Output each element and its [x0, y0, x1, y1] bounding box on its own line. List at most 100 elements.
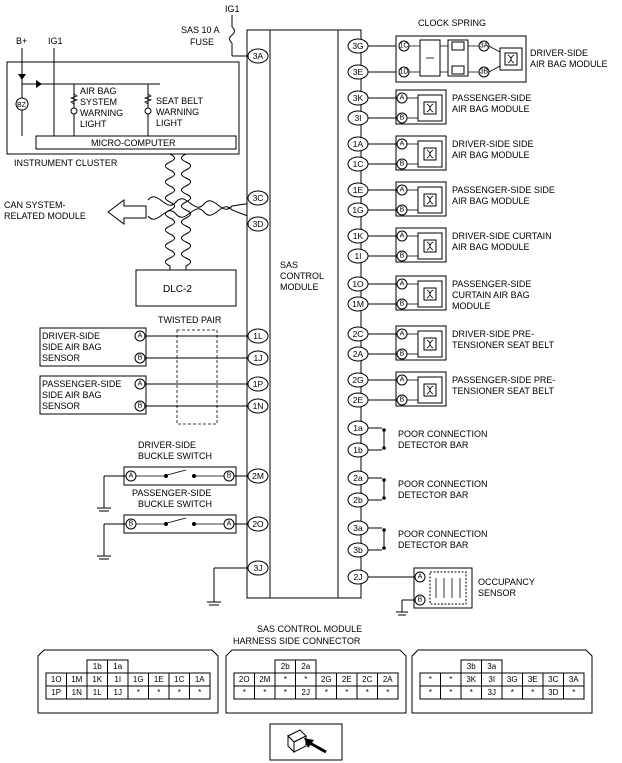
pin-1p: 1P — [247, 376, 269, 392]
pin-1b-label: 1b — [353, 445, 363, 455]
pin-1l: 1L — [247, 328, 269, 344]
pin-3b-label: 3b — [353, 545, 363, 555]
svg-text:3A: 3A — [253, 51, 264, 61]
occ-b: B — [414, 594, 426, 606]
conn-a: A — [396, 92, 408, 104]
svg-text:3C: 3C — [253, 193, 264, 203]
fuse-label-2: FUSE — [190, 37, 214, 47]
sensor-label-0-0: DRIVER-SIDE — [42, 331, 100, 341]
conn-cell: 1O — [51, 675, 62, 684]
sas-label-3: MODULE — [280, 282, 319, 292]
conn-a: A — [396, 278, 408, 290]
svg-text:B: B — [400, 161, 405, 168]
conn-b: B — [396, 112, 408, 124]
conn-cell: * — [178, 688, 181, 697]
conn-cell: * — [531, 688, 534, 697]
seatbelt-warning-light-icon — [144, 107, 152, 115]
pin-3a: 3a — [347, 520, 369, 536]
conn-cell: 2a — [301, 662, 310, 671]
conn-a: A — [396, 184, 408, 196]
sensor-a: A — [134, 378, 146, 390]
svg-text:B: B — [400, 301, 405, 308]
conn-cell: * — [325, 688, 328, 697]
svg-text:A: A — [138, 381, 143, 388]
svg-text:A: A — [400, 281, 405, 288]
cs-1d: 1D — [398, 66, 410, 78]
svg-text:A: A — [400, 233, 405, 240]
pin-2a: 2A — [347, 346, 369, 362]
conn-cell: * — [386, 688, 389, 697]
pin-3k-label: 3K — [353, 93, 364, 103]
svg-text:A: A — [400, 141, 405, 148]
sas-control-module: SAS CONTROL MODULE — [246, 29, 362, 599]
pin-2e-label: 2E — [353, 395, 364, 405]
conn-cell: * — [429, 688, 432, 697]
module-label-4-0: PASSENGER-SIDE — [452, 279, 531, 289]
svg-text:B: B — [129, 521, 134, 528]
pin-1a: 1A — [347, 136, 369, 152]
airbag-warning-light-icon — [70, 107, 78, 115]
conn-cell: 1E — [154, 675, 164, 684]
svg-text:AIR BAG: AIR BAG — [80, 86, 117, 96]
pin-2o: 2O — [247, 516, 269, 532]
conn-cell: 1P — [51, 688, 61, 697]
conn-cell: 3D — [548, 688, 558, 697]
occupancy-label-2: SENSOR — [478, 588, 517, 598]
svg-text:B: B — [400, 397, 405, 404]
svg-text:LIGHT: LIGHT — [80, 119, 107, 129]
conn-cell: * — [429, 675, 432, 684]
pin-1p-label: 1P — [253, 379, 264, 389]
conn-a: A — [396, 138, 408, 150]
sensor-label-0-1: SIDE AIR BAG — [42, 342, 102, 352]
module-label-4-2: MODULE — [452, 301, 491, 311]
fuse-label-1: SAS 10 A — [181, 25, 220, 35]
conn-cell: * — [157, 688, 160, 697]
pin-2g-label: 2G — [352, 375, 363, 385]
conn-cell: * — [263, 688, 266, 697]
module-label-0-1: AIR BAG MODULE — [452, 104, 530, 114]
module-label-1-1: AIR BAG MODULE — [452, 150, 530, 160]
pin-2a-label: 2a — [353, 473, 363, 483]
pin-1k-label: 1K — [353, 231, 364, 241]
conn-cell: * — [137, 688, 140, 697]
pin-1g-label: 1G — [352, 205, 363, 215]
pin-1m-label: 1M — [352, 299, 364, 309]
buckle-right-1: A — [223, 518, 235, 530]
svg-text:1C: 1C — [400, 43, 409, 50]
conn-b: B — [396, 158, 408, 170]
pin-1o: 1O — [347, 276, 369, 292]
conn-cell: 3K — [466, 675, 476, 684]
pin-2c: 2C — [347, 326, 369, 342]
pin-1j: 1J — [247, 350, 269, 366]
pin-2b-label: 2b — [353, 495, 363, 505]
pin-3i: 3I — [347, 110, 369, 126]
conn-cell: 2M — [259, 675, 270, 684]
svg-text:B: B — [138, 403, 143, 410]
conn-cell: 1N — [72, 688, 82, 697]
pin-3b: 3b — [347, 542, 369, 558]
buckle-left-0: A — [125, 470, 137, 482]
conn-cell: * — [449, 675, 452, 684]
pin-3d: 3D — [247, 216, 269, 232]
conn-cell: 1C — [174, 675, 184, 684]
pin-1i: 1I — [347, 248, 369, 264]
svg-text:3J: 3J — [254, 563, 263, 573]
svg-text:A: A — [418, 574, 423, 581]
svg-text:3D: 3D — [253, 219, 264, 229]
module-label-1-0: DRIVER-SIDE SIDE — [452, 139, 534, 149]
can-label-1: CAN SYSTEM- — [4, 200, 66, 210]
pin-3a-label: 3a — [353, 523, 363, 533]
svg-text:B: B — [400, 351, 405, 358]
pin-3a: 3A — [247, 48, 269, 64]
conn-cell: 3I — [488, 675, 495, 684]
